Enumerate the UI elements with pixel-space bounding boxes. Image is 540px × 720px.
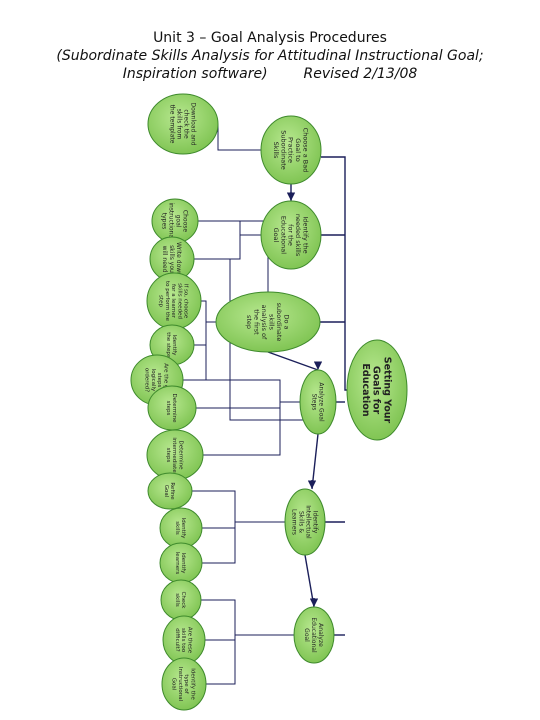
connector-line — [198, 220, 261, 236]
node-m4: Analyze GoalSteps — [299, 369, 337, 435]
page-subtitle: (Subordinate Skills Analysis for Attitud… — [56, 48, 484, 64]
connector-line — [196, 402, 281, 409]
node-label: Identifythe steps — [165, 332, 177, 358]
node-l10: Identifyskills — [159, 507, 203, 549]
node-label: RefineGoal — [163, 482, 175, 500]
node-l11: Identifylearners — [159, 542, 203, 584]
node-label: Are theseskills toodifficult? — [174, 627, 193, 654]
node-shape — [293, 606, 335, 664]
node-label: Download andcheck theskills fromthe temp… — [169, 102, 197, 145]
connector-line — [206, 635, 236, 685]
connector-line — [201, 599, 294, 636]
connector-line — [203, 402, 281, 456]
node-label: Analyze GoalSteps — [310, 382, 324, 422]
node-l8: Determineintermediatesteps — [146, 429, 204, 481]
node-m2: Identify theneeded skillsfor theEducatio… — [260, 200, 322, 270]
node-l9: RefineGoal — [147, 472, 193, 510]
node-label: Determineintermediatesteps — [165, 437, 184, 473]
node-shape — [215, 291, 321, 353]
node-shape — [147, 472, 193, 510]
connector-line — [202, 522, 236, 564]
node-label: Identify theneeded skillsfor theEducatio… — [272, 214, 310, 257]
node-label: Identifyskills — [174, 518, 186, 540]
connector-line — [218, 220, 269, 300]
node-shape — [299, 369, 337, 435]
connector-line — [321, 156, 352, 391]
software-note: Inspiration software) — [122, 66, 268, 82]
node-shape — [346, 339, 408, 441]
page-title: Unit 3 – Goal Analysis Procedures — [153, 30, 387, 46]
node-m1: Choose a BadGoal toPracticeSubordinateSk… — [260, 115, 322, 185]
node-label: Do asubordinateskillsanalysis ofthe firs… — [245, 303, 290, 342]
node-label: Choose a BadGoal toPracticeSubordinateSk… — [272, 128, 310, 173]
revision-date: Revised 2/13/08 — [303, 66, 418, 82]
node-l1: Download andcheck theskills fromthe temp… — [147, 93, 219, 155]
node-label: Choosegoalinstructionaltypes — [161, 202, 189, 240]
node-label: Setting YourGoals forEducation — [360, 357, 393, 424]
node-label: Identifylearners — [174, 552, 186, 575]
node-shape — [260, 115, 322, 185]
node-label: AnalyzeEducationalGoal — [303, 617, 324, 653]
node-l12: Checkskills — [160, 579, 202, 621]
connector-line — [304, 554, 315, 608]
node-shape — [147, 93, 219, 155]
node-root: Setting YourGoals forEducation — [346, 339, 408, 441]
connector-line — [183, 379, 300, 403]
diagram-nodes: Setting YourGoals forEducation Choose a B… — [130, 93, 408, 711]
node-m5: IdentifyIntellectualSkills &Learners — [284, 488, 326, 556]
connector-lines — [183, 124, 352, 685]
node-label: Checkskills — [174, 592, 186, 610]
node-label: Identify thetype ofInstructionalGoal — [171, 667, 196, 702]
node-m3: Do asubordinateskillsanalysis ofthe firs… — [215, 291, 321, 353]
connector-line — [194, 235, 241, 260]
node-m6: AnalyzeEducationalGoal — [293, 606, 335, 664]
node-label: Are the goalstepslogicallyordered? — [144, 363, 169, 397]
connector-line — [205, 635, 236, 641]
connector-line — [192, 490, 285, 523]
node-shape — [161, 657, 207, 711]
node-l4: If so, chooseskills neededfor a learnert… — [146, 272, 202, 330]
node-l14: Identify thetype ofInstructionalGoal — [161, 657, 207, 711]
connector-line — [311, 433, 319, 490]
connector-line — [194, 322, 207, 346]
connector-line — [202, 522, 236, 529]
connector-line — [267, 351, 319, 371]
node-l7: Determinesteps — [147, 385, 197, 431]
node-l13: Are theseskills toodifficult? — [162, 615, 206, 665]
node-label: Write downskills youwill need — [161, 242, 182, 276]
node-l2: Choosegoalinstructionaltypes — [151, 198, 199, 244]
page-subtitle-line2: Inspiration software) Revised 2/13/08 — [0, 65, 540, 83]
node-label: Determinesteps — [165, 393, 177, 423]
connector-line — [217, 124, 261, 151]
node-shape — [284, 488, 326, 556]
connector-line — [201, 300, 216, 323]
node-label: IdentifyIntellectualSkills &Learners — [291, 505, 319, 539]
node-shape — [260, 200, 322, 270]
node-label: If so, chooseskills neededfor a learnert… — [157, 281, 188, 322]
node-l3: Write downskills youwill need — [149, 236, 195, 282]
